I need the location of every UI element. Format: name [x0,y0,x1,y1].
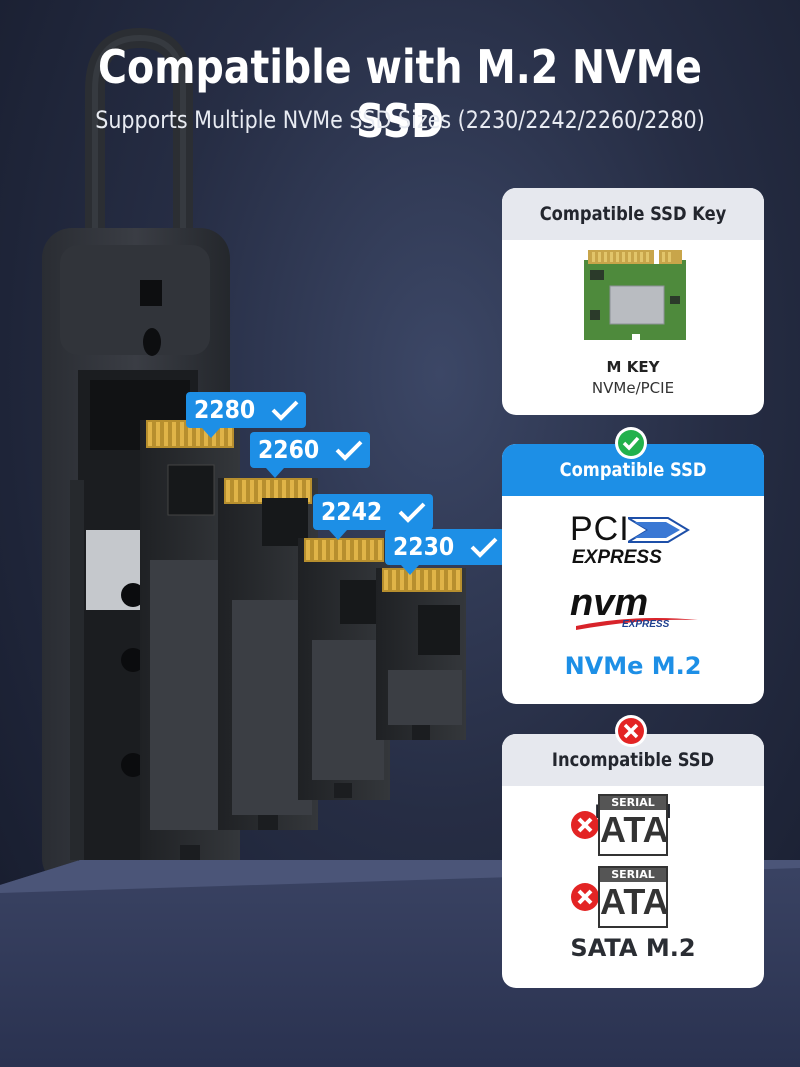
compatible-caption: NVMe M.2 [564,652,702,680]
m-key-ssd-image [584,250,686,340]
page-subtitle: Supports Multiple NVMe SSD Sizes (2230/2… [95,106,705,134]
check-icon [470,537,498,558]
pci-express-logo: PCI EXPRESS [570,512,700,568]
check-icon [398,502,426,523]
key-types-heading: Compatible SSD Key Types [502,188,764,277]
sata-logo-2: SERIAL ATA [570,866,680,928]
nvm-swoosh-icon [576,618,698,630]
key-types-card: Compatible SSD Key Types M KEY NVMe/PCIE [502,188,764,415]
nvm-express-logo: nvm EXPRESS [570,584,700,636]
compatible-protocol-card: Compatible SSD Protocol PCI EXPRESS nvm … [502,444,764,704]
size-tag-2280: 2280 [186,392,306,438]
size-tag-2230: 2230 [385,529,505,575]
pci-arrow-icon [628,517,690,543]
ssd-2242 [298,538,390,800]
incompatible-protocol-card: Incompatible SSD Protocol SERIAL ATA SER… [502,734,764,988]
key-name: M KEY [606,358,660,376]
cross-icon [571,883,599,911]
cross-icon [571,811,599,839]
size-tag-2260: 2260 [250,432,370,478]
size-tag-2242: 2242 [313,494,433,540]
ssd-2230 [376,568,466,740]
incompatible-caption: SATA M.2 [570,934,696,962]
check-icon [271,400,299,421]
sata-badge-2: SERIAL ATA [598,866,669,928]
cross-icon [615,715,647,747]
sata-badge-1: SERIAL ATA [598,794,669,856]
check-icon [615,427,647,459]
key-protocol: NVMe/PCIE [591,379,675,397]
page-title: Compatible with M.2 NVMe SSD [98,40,702,148]
check-icon [335,440,363,461]
sata-logo-1: SERIAL ATA [570,794,680,856]
